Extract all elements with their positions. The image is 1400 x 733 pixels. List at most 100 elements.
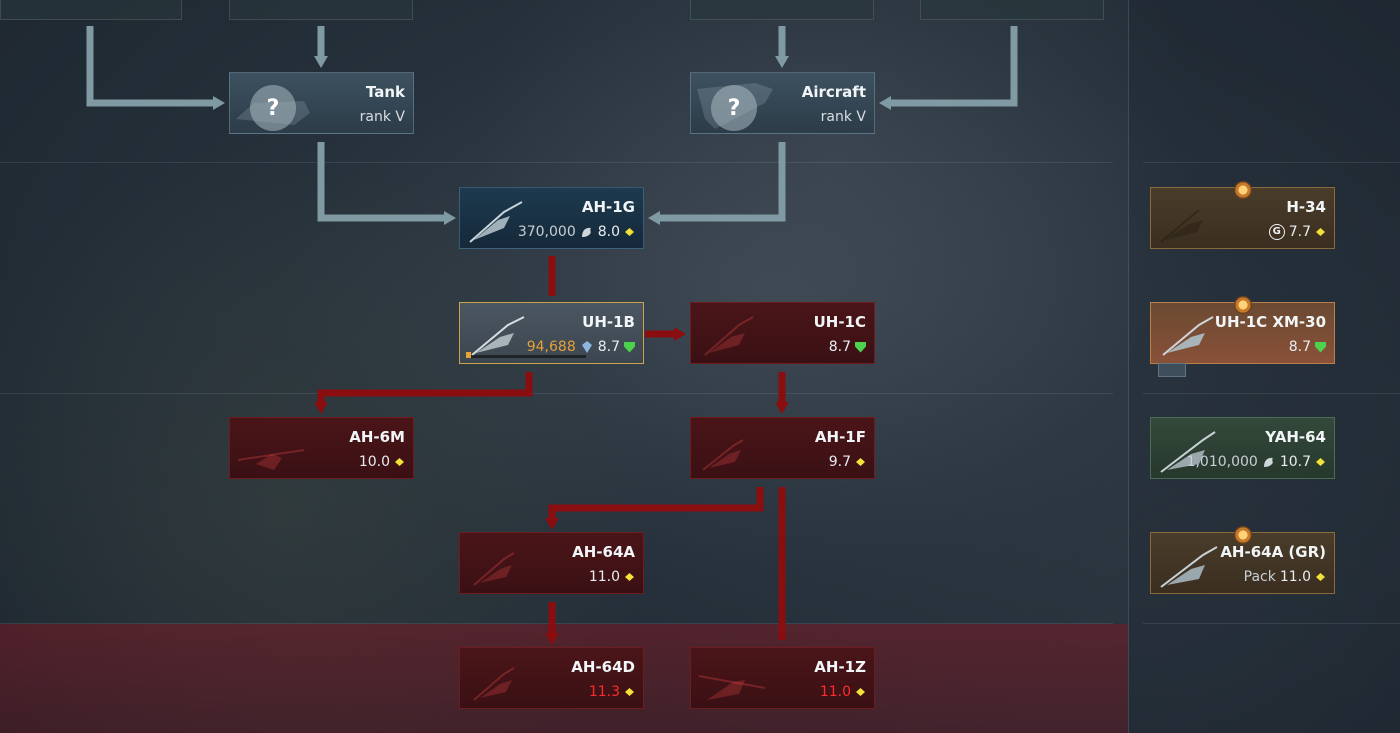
requirement-name: Tank: [365, 83, 405, 101]
vehicle-stats: 11.3: [589, 684, 635, 700]
battle-rating: 8.0: [597, 224, 620, 240]
rank-divider: [1143, 162, 1400, 163]
pack-tag: Pack: [1243, 569, 1276, 585]
premium-separator: [1128, 0, 1129, 733]
vehicle-stats: 11.0: [820, 684, 866, 700]
battle-rating-icon: [1315, 458, 1326, 466]
vehicle-card-ah64a[interactable]: AH-64A 11.0: [459, 532, 644, 594]
vehicle-stats: 10.0: [359, 454, 405, 470]
research-points: 94,688: [526, 339, 576, 355]
battle-rating: 10.0: [358, 454, 390, 470]
helicopter-silhouette-icon: [1162, 316, 1214, 356]
rank-divider: [0, 623, 1113, 624]
question-icon: ?: [250, 85, 296, 131]
event-medal-icon: [1234, 296, 1252, 314]
helicopter-silhouette-icon: [702, 439, 744, 471]
battle-rating-icon: [855, 688, 866, 696]
helicopter-silhouette-icon: [704, 316, 754, 356]
rank-label: rank V: [359, 109, 405, 125]
event-medal-icon: [1234, 526, 1252, 544]
rank-divider: [0, 393, 1113, 394]
silver-cost: 370,000: [517, 224, 576, 240]
rank-divider: [0, 162, 1113, 163]
battle-rating-icon: [624, 228, 635, 236]
battle-rating-icon: [1315, 341, 1326, 353]
vehicle-stats: 8.7: [1289, 339, 1326, 355]
battle-rating: 10.7: [1279, 454, 1311, 470]
requirement-name: Aircraft: [801, 83, 866, 101]
vehicle-name: AH-64A (GR): [1220, 543, 1326, 561]
requirement-card-tank[interactable]: ? Tank rank V: [229, 72, 414, 134]
vehicle-stats: 370,000 8.0: [518, 224, 635, 240]
helicopter-silhouette-icon: [698, 675, 766, 700]
battle-rating: 11.0: [588, 569, 620, 585]
battle-rating-icon: [624, 573, 635, 581]
battle-rating: 8.7: [1288, 339, 1311, 355]
requirement-card-aircraft[interactable]: ? Aircraft rank V: [690, 72, 875, 134]
rank-divider: [1143, 393, 1400, 394]
vehicle-name: AH-64A: [572, 543, 635, 561]
research-progress-bar: [466, 352, 586, 358]
vehicle-name: AH-1F: [814, 428, 866, 446]
vehicle-name: UH-1C XM-30: [1214, 313, 1326, 331]
vehicle-stats: 8.7: [829, 339, 866, 355]
vehicle-name: AH-1G: [581, 198, 635, 216]
rank-divider: [1143, 623, 1400, 624]
helicopter-silhouette-icon: [471, 316, 525, 356]
research-points-icon: [581, 341, 592, 353]
vehicle-stats: G 7.7: [1268, 224, 1326, 240]
marketplace-tag-icon: [1158, 363, 1186, 377]
vehicle-card-partial[interactable]: [229, 0, 413, 20]
vehicle-name: AH-1Z: [814, 658, 866, 676]
requirement-rank: rank V: [360, 109, 405, 125]
silver-lion-icon: [1263, 457, 1273, 467]
vehicle-name: YAH-64: [1265, 428, 1326, 446]
battle-rating: 8.7: [597, 339, 620, 355]
vehicle-stats: 9.7: [829, 454, 866, 470]
vehicle-card-yah64[interactable]: YAH-64 1,010,000 10.7: [1150, 417, 1335, 479]
vehicle-card-uh1b[interactable]: UH-1B 94,688 8.7: [459, 302, 644, 364]
helicopter-silhouette-icon: [237, 449, 305, 470]
helicopter-silhouette-icon: [1160, 431, 1216, 473]
rank-label: rank V: [820, 109, 866, 125]
vehicle-stats: Pack 11.0: [1244, 569, 1326, 585]
vehicle-stats: 11.0: [589, 569, 635, 585]
battle-rating: 11.0: [819, 684, 851, 700]
silver-cost: 1,010,000: [1186, 454, 1258, 470]
vehicle-card-partial[interactable]: [0, 0, 182, 20]
vehicle-name: UH-1B: [582, 313, 635, 331]
helicopter-silhouette-icon: [469, 201, 523, 243]
vehicle-name: AH-6M: [349, 428, 405, 446]
battle-rating-icon: [855, 341, 866, 353]
battle-rating: 8.7: [828, 339, 851, 355]
vehicle-stats: 1,010,000 10.7: [1187, 454, 1326, 470]
helicopter-silhouette-icon: [473, 552, 515, 586]
gift-icon: G: [1268, 224, 1285, 240]
vehicle-card-uh1c[interactable]: UH-1C 8.7: [690, 302, 875, 364]
battle-rating: 11.3: [588, 684, 620, 700]
vehicle-card-ah6m[interactable]: AH-6M 10.0: [229, 417, 414, 479]
event-medal-icon: [1234, 181, 1252, 199]
vehicle-card-partial[interactable]: [920, 0, 1104, 20]
battle-rating: 9.7: [828, 454, 851, 470]
vehicle-card-ah1g[interactable]: AH-1G 370,000 8.0: [459, 187, 644, 249]
battle-rating: 7.7: [1288, 224, 1311, 240]
battle-rating-icon: [855, 458, 866, 466]
vehicle-name: AH-64D: [571, 658, 635, 676]
battle-rating-icon: [1315, 228, 1326, 236]
vehicle-card-partial[interactable]: [690, 0, 874, 20]
vehicle-card-ah1f[interactable]: AH-1F 9.7: [690, 417, 875, 479]
vehicle-card-ah64d[interactable]: AH-64D 11.3: [459, 647, 644, 709]
battle-rating-icon: [624, 688, 635, 696]
helicopter-silhouette-icon: [1160, 546, 1218, 588]
requirement-rank: rank V: [821, 109, 866, 125]
helicopter-silhouette-icon: [473, 667, 515, 701]
helicopter-silhouette-icon: [1160, 209, 1203, 243]
battle-rating-icon: [394, 458, 405, 466]
vehicle-name: H-34: [1286, 198, 1326, 216]
battle-rating-icon: [1315, 573, 1326, 581]
battle-rating-icon: [624, 341, 635, 353]
vehicle-card-ah1z[interactable]: AH-1Z 11.0: [690, 647, 875, 709]
battle-rating: 11.0: [1279, 569, 1311, 585]
vehicle-name: UH-1C: [813, 313, 866, 331]
